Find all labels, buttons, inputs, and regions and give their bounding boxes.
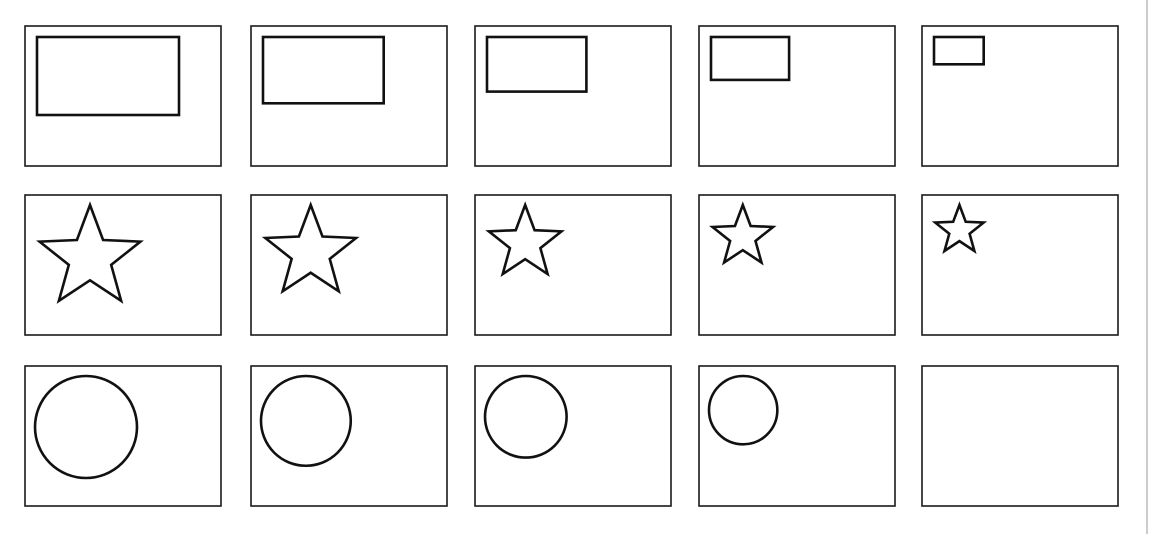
star-shape-c1 — [36, 201, 144, 304]
panel-r1-c5 — [921, 25, 1119, 167]
circle-shape-c1 — [33, 374, 139, 480]
rectangle-shape-c2 — [261, 35, 385, 105]
circle-shape-c2 — [259, 374, 353, 468]
panel-r2-c2 — [250, 194, 448, 336]
star-shape-c2 — [261, 201, 360, 295]
rectangle-shape-c1 — [35, 35, 181, 117]
star-shape-c3 — [485, 201, 565, 278]
star-shape-c5 — [931, 201, 988, 255]
panel-r2-c1 — [24, 194, 222, 336]
rectangle-shape-c5 — [932, 35, 986, 66]
rectangle-shape-c3 — [485, 35, 588, 93]
circle-shape-c4 — [707, 374, 779, 446]
panel-grid — [24, 25, 1119, 507]
panel-r2-c5 — [921, 194, 1119, 336]
panel-r3-c5 — [921, 365, 1119, 507]
panel-r1-c4 — [698, 25, 896, 167]
rectangle-shape-c4 — [709, 35, 791, 82]
panel-r2-c4 — [698, 194, 896, 336]
star-shape-c4 — [709, 201, 777, 266]
circle-shape-c3 — [483, 374, 568, 459]
